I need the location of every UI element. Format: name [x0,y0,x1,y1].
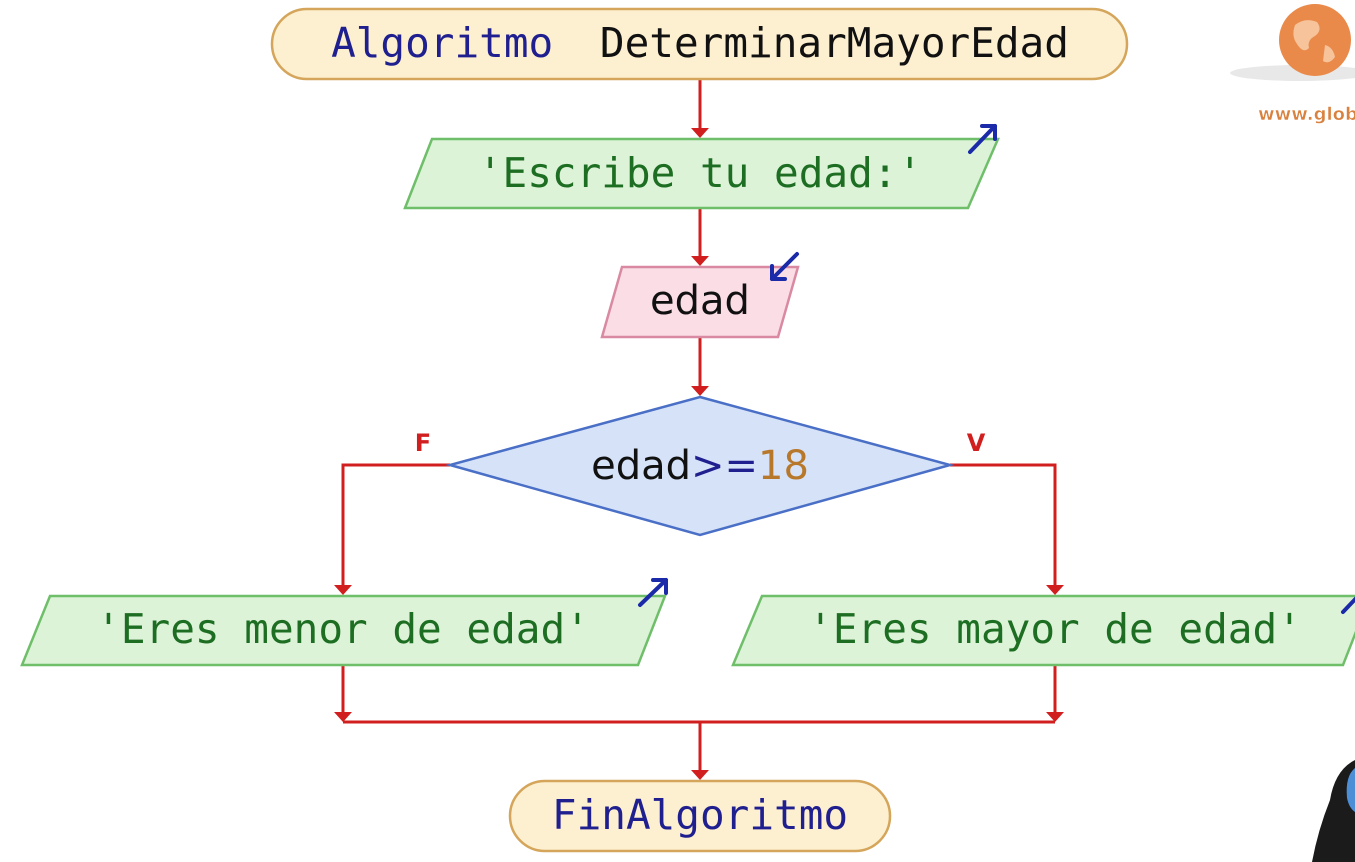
end-terminal: FinAlgoritmo [508,779,892,853]
output-arrow-icon [1341,596,1355,614]
input-node: edad [600,252,800,339]
input-arrow-icon [770,252,799,281]
output-false-node: 'Eres menor de edad' [20,578,668,667]
svg-text:Algoritmo DeterminarMayo: Algoritmo DeterminarMayorEdad [331,19,1069,67]
output-arrow-icon [968,124,997,154]
start-algorithm-name: DeterminarMayorEdad [600,19,1069,67]
svg-text:edad>=18: edad>=18 [591,443,809,489]
output-prompt-node: 'Escribe tu edad:' [403,124,1000,210]
condition-value: 18 [758,443,809,489]
watermark-logo: www.glob [1230,4,1355,125]
end-text: FinAlgoritmo [552,791,848,839]
decision-node: edad>=18 [445,395,955,537]
condition-var: edad [591,443,691,489]
start-keyword: Algoritmo [331,19,553,67]
output-arrow-icon [638,578,668,607]
watermark-text: www.glob [1258,104,1355,125]
presenter-cutout [1312,760,1355,862]
flow-lines [334,80,1064,780]
output-true-node: 'Eres mayor de edad' [731,594,1355,667]
output-false-text: 'Eres menor de edad' [96,605,590,653]
input-var-text: edad [650,278,750,324]
output-true-text: 'Eres mayor de edad' [808,605,1302,653]
output-prompt-text: 'Escribe tu edad:' [478,149,922,197]
condition-operator: >= [691,443,758,489]
globe-icon [1279,4,1351,76]
false-branch-label: F [415,429,431,457]
true-branch-label: V [967,429,986,457]
start-terminal: Algoritmo DeterminarMayorEdad [270,7,1129,81]
